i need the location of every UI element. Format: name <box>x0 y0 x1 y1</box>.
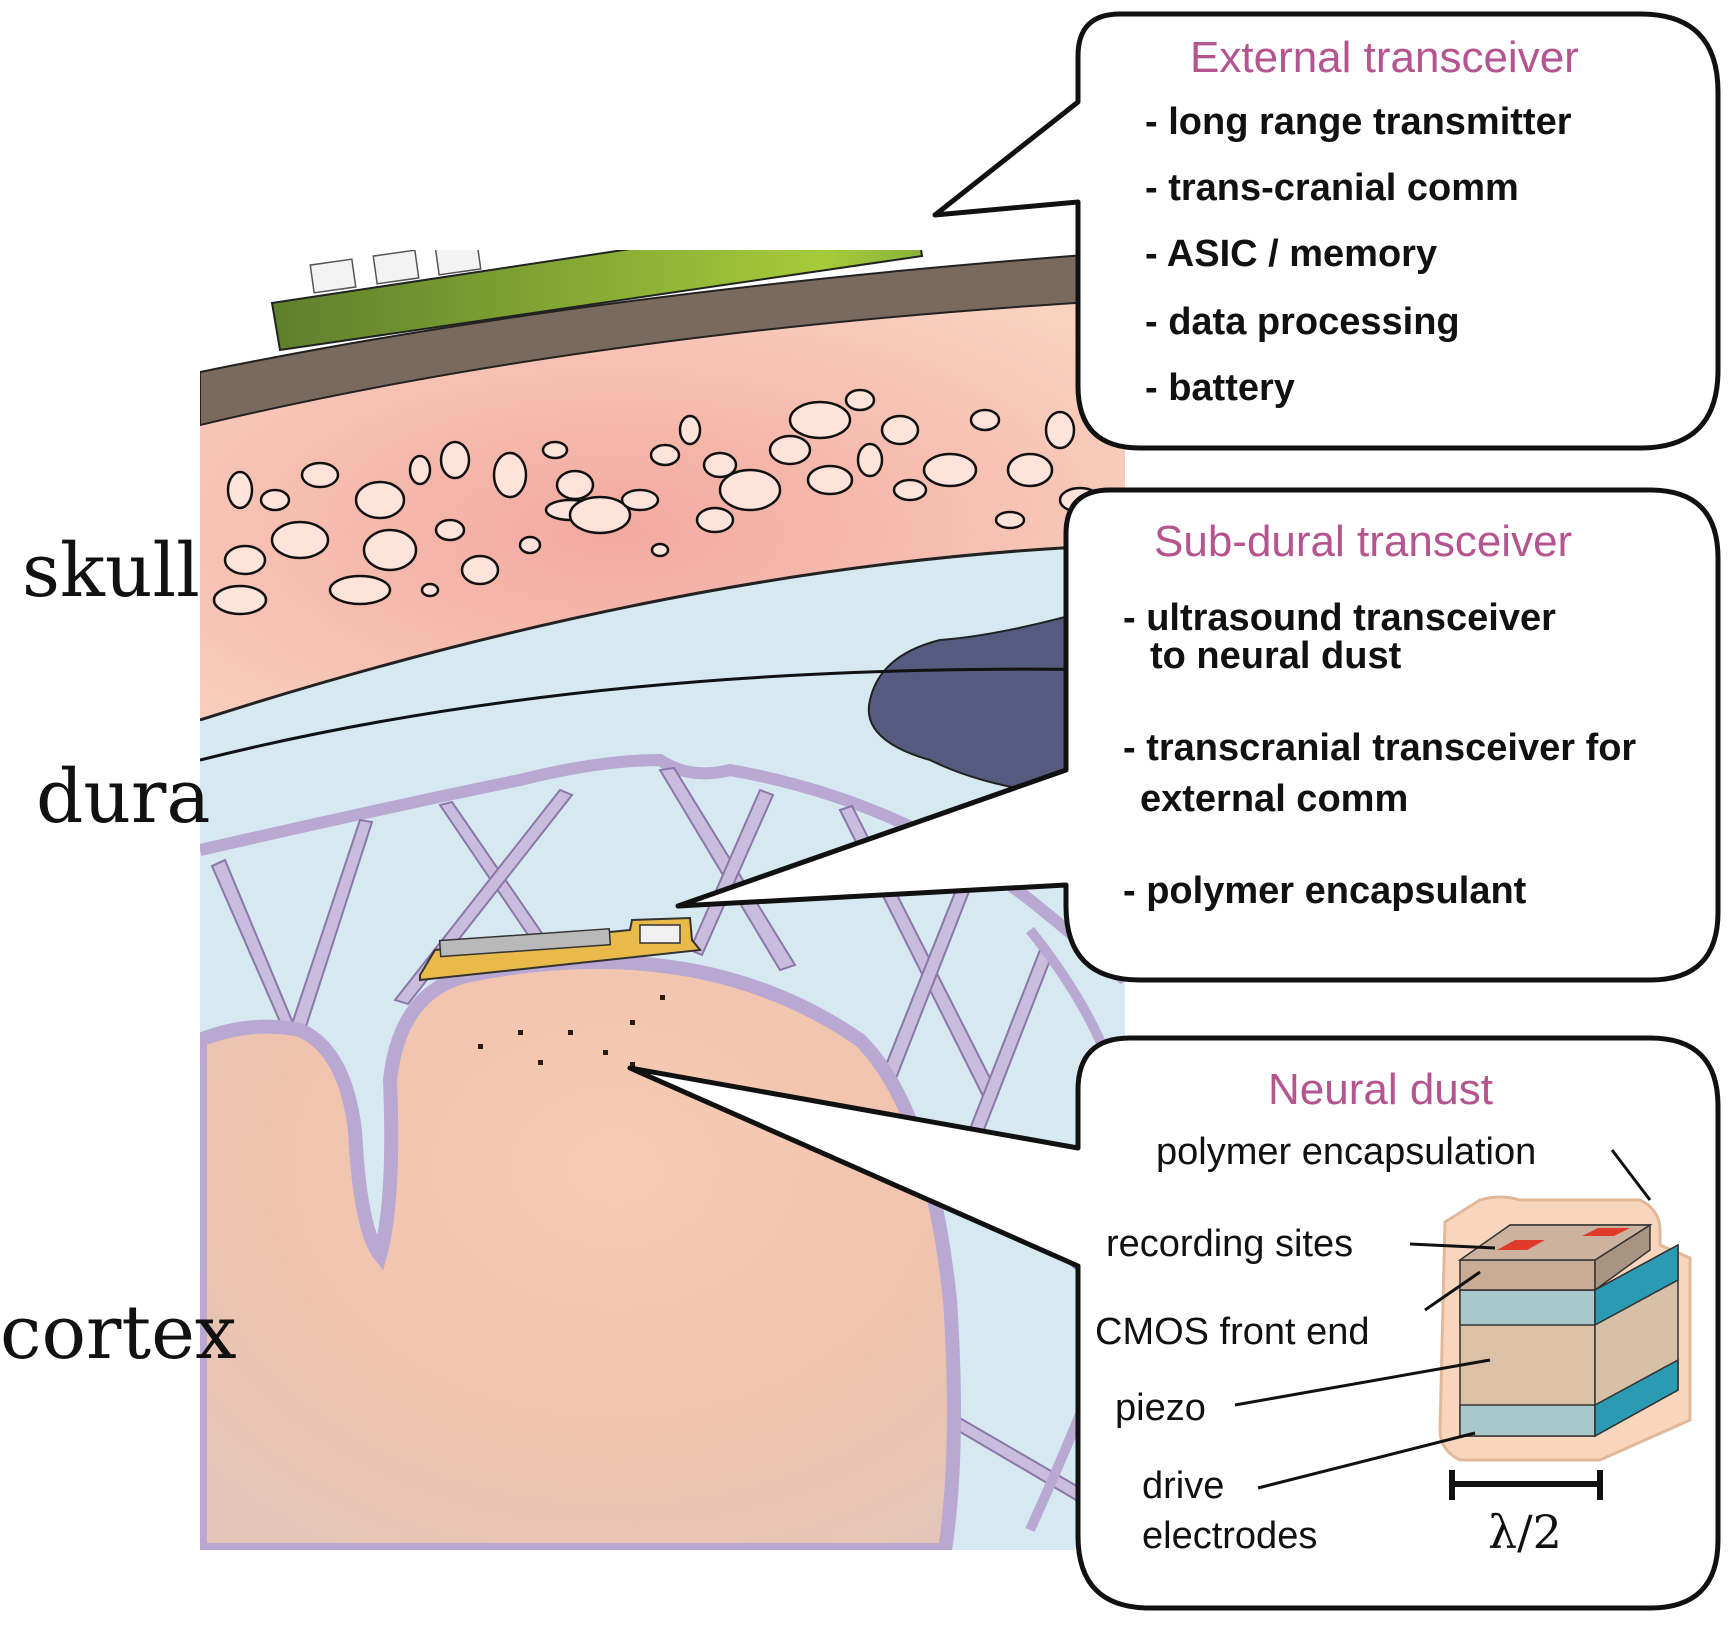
label-recording-sites: recording sites <box>1106 1223 1353 1265</box>
sinus <box>867 598 1125 802</box>
neural-dust-specks <box>478 995 665 1067</box>
label-piezo: piezo <box>1115 1387 1206 1429</box>
scalp <box>200 250 1125 427</box>
subdural-item-2b: external comm <box>1140 778 1408 820</box>
external-item-3: - ASIC / memory <box>1145 233 1437 275</box>
subdural-device <box>419 916 702 982</box>
arachnoid-trabeculae <box>210 766 1120 1522</box>
subdural-item-1a: - ultrasound transceiver <box>1123 597 1556 639</box>
lambda-bar <box>1449 1470 1603 1500</box>
pia-ring <box>200 954 961 1550</box>
subdural-title: Sub-dural transceiver <box>1154 517 1572 566</box>
arachnoid-membrane <box>200 753 1125 985</box>
label-cmos-front-end: CMOS front end <box>1095 1311 1370 1353</box>
neural-dust-callout <box>627 1035 1721 1611</box>
external-item-5: - battery <box>1145 367 1295 409</box>
label-drive: drive <box>1142 1465 1224 1507</box>
subdural-item-1b: to neural dust <box>1150 635 1402 677</box>
external-title: External transceiver <box>1190 33 1579 82</box>
dust-mote-cube <box>1438 1195 1692 1462</box>
subdural-item-2a: - transcranial transceiver for <box>1123 727 1636 769</box>
label-cortex: cortex <box>0 1290 237 1376</box>
external-callout <box>932 11 1721 451</box>
subdural-callout <box>675 487 1721 983</box>
subdural-item-3: - polymer encapsulant <box>1123 870 1527 912</box>
label-lambda-half: λ/2 <box>1488 1505 1562 1559</box>
external-device <box>270 250 924 352</box>
recording-site-1 <box>1497 1240 1545 1250</box>
label-dura: dura <box>36 754 211 840</box>
skull-region <box>200 300 1125 720</box>
tissue-cross-section <box>200 250 1125 1550</box>
neural-dust-title: Neural dust <box>1268 1065 1493 1114</box>
external-item-2: - trans-cranial comm <box>1145 167 1519 209</box>
label-skull: skull <box>22 528 200 614</box>
label-electrodes: electrodes <box>1142 1515 1317 1557</box>
external-item-4: - data processing <box>1145 301 1460 343</box>
external-item-1: - long range transmitter <box>1145 101 1572 143</box>
recording-site-2 <box>1582 1228 1630 1236</box>
label-polymer-encapsulation: polymer encapsulation <box>1156 1131 1536 1173</box>
